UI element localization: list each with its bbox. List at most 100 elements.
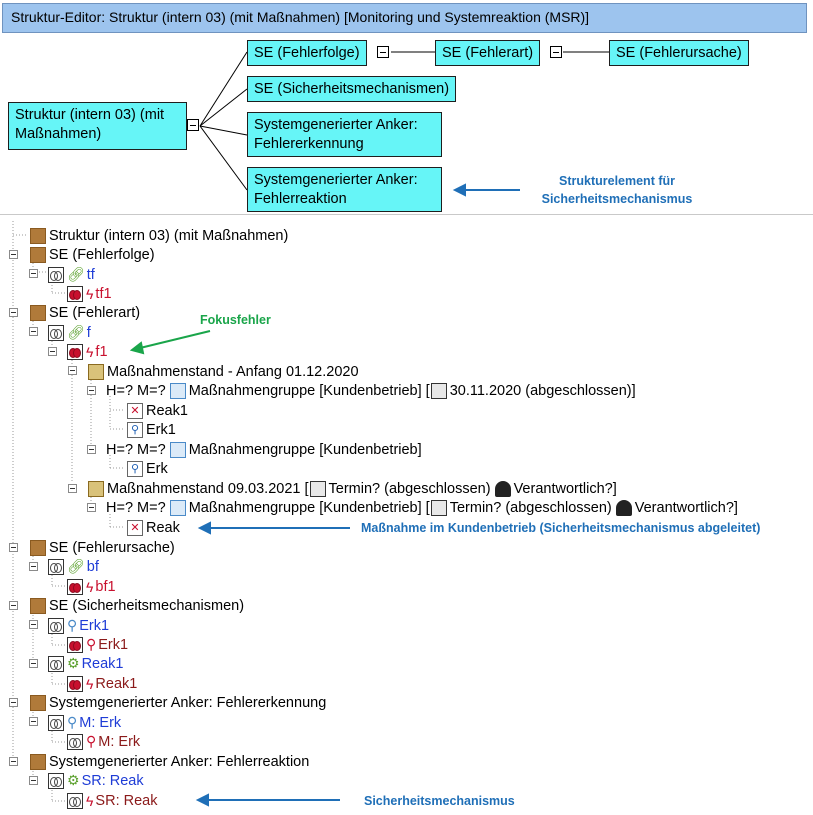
structure-element-icon (30, 694, 46, 711)
expand-toggle[interactable] (29, 620, 38, 629)
calendar-icon (309, 480, 326, 497)
tree-row[interactable]: SE (Fehlerursache) (30, 538, 175, 557)
diagram-collapse-toggle[interactable] (377, 46, 389, 58)
tree-row[interactable]: SE (Fehlerart) (30, 303, 140, 322)
window-title: Struktur-Editor: Struktur (intern 03) (m… (2, 3, 807, 33)
annotation-fokusfehler: Fokusfehler (200, 313, 271, 327)
diagram-collapse-toggle[interactable] (187, 119, 199, 131)
expand-toggle[interactable] (29, 269, 38, 278)
tree-row[interactable]: ⚲ Erk1 (67, 635, 128, 654)
function-link-icon: 🔗︎ (67, 324, 85, 340)
detection-function-icon: ⚲ (67, 714, 78, 730)
tree-row[interactable]: ✕ Reak (127, 518, 180, 537)
tree-label: tf1 (95, 285, 112, 302)
diagram-se-fehlerfolge[interactable]: SE (Fehlerfolge) (247, 40, 367, 66)
tree-label: Erk1 (79, 617, 110, 634)
calendar-icon (430, 382, 447, 399)
tree-row[interactable]: 🔗︎ f (48, 323, 91, 342)
tree-row[interactable]: H=? M=? Maßnahmengruppe [Kundenbetrieb] (106, 440, 422, 459)
expand-toggle[interactable] (9, 698, 18, 707)
tree-row[interactable]: H=? M=? Maßnahmengruppe [Kundenbetrieb] … (106, 498, 738, 517)
tree-row[interactable]: ϟ Reak1 (67, 674, 137, 693)
pane-divider[interactable] (0, 214, 813, 215)
measure-state-icon (88, 480, 104, 497)
tree-row[interactable]: ⚙ Reak1 (48, 654, 123, 673)
tree-label: Verantwortlich?] (513, 480, 617, 497)
module-icon (48, 655, 64, 672)
tree-row[interactable]: Maßnahmenstand 09.03.2021 [ Termin? (abg… (88, 479, 617, 498)
expand-toggle[interactable] (9, 601, 18, 610)
tree-label: Maßnahmengruppe [Kundenbetrieb] (188, 441, 422, 458)
diagram-connectors (199, 51, 609, 197)
module-icon (48, 617, 64, 634)
tree-row[interactable]: SE (Sicherheitsmechanismen) (30, 596, 244, 615)
tree-label: Systemgenerierter Anker: Fehlerreaktion (49, 753, 310, 770)
tree-row[interactable]: ⚲ Erk1 (127, 420, 176, 439)
detection-failure-icon: ⚲ (86, 733, 97, 749)
failure-bolt-icon: ϟ (86, 343, 94, 360)
detection-icon: ⚲ (127, 421, 143, 438)
annotation-massnahme: Maßnahme im Kundenbetrieb (Sicherheitsme… (361, 521, 761, 535)
person-icon (615, 499, 632, 516)
reaction-failure-icon: ϟ (86, 792, 94, 809)
expand-toggle[interactable] (87, 445, 96, 454)
expand-toggle[interactable] (9, 757, 18, 766)
diagram-se-fehlerart[interactable]: SE (Fehlerart) (435, 40, 541, 66)
diagram-collapse-toggle[interactable] (550, 46, 562, 58)
expand-toggle[interactable] (9, 308, 18, 317)
tree-label: Reak1 (81, 655, 124, 672)
tree-row[interactable]: Maßnahmenstand - Anfang 01.12.2020 (88, 362, 359, 381)
tree-row[interactable]: 🔗︎ bf (48, 557, 99, 576)
expand-toggle[interactable] (9, 250, 18, 259)
tree-row[interactable]: ϟ bf1 (67, 577, 116, 596)
module-icon (67, 733, 83, 750)
structure-element-icon (30, 753, 46, 770)
expand-toggle[interactable] (68, 484, 77, 493)
tree-label: SE (Sicherheitsmechanismen) (49, 597, 245, 614)
tree-row[interactable]: ⚲ M: Erk (48, 713, 121, 732)
measure-group-icon (169, 382, 186, 399)
expand-toggle[interactable] (29, 562, 38, 571)
expand-toggle[interactable] (68, 366, 77, 375)
tree-row[interactable]: ⚙ SR: Reak (48, 771, 144, 790)
tree-label: f (86, 324, 91, 341)
tree-row[interactable]: 🔗︎ tf (48, 265, 95, 284)
expand-toggle[interactable] (48, 347, 57, 356)
diagram-se-fehlerursache[interactable]: SE (Fehlerursache) (609, 40, 749, 66)
expand-toggle[interactable] (9, 543, 18, 552)
tree-label: H=? M=? (106, 499, 166, 516)
module-icon (48, 714, 64, 731)
tree-row[interactable]: ⚲ M: Erk (67, 732, 140, 751)
module-icon (67, 285, 83, 302)
tree-row[interactable]: ✕ Reak1 (127, 401, 188, 420)
tree-row[interactable]: ϟ tf1 (67, 284, 112, 303)
expand-toggle[interactable] (29, 327, 38, 336)
tree-row[interactable]: ⚲ Erk1 (48, 616, 109, 635)
reaction-function-icon: ⚙ (67, 655, 80, 671)
tree-row[interactable]: H=? M=? Maßnahmengruppe [Kundenbetrieb] … (106, 381, 636, 400)
tree-row[interactable]: Struktur (intern 03) (mit Maßnahmen) (30, 226, 288, 245)
measure-group-icon (169, 499, 186, 516)
expand-toggle[interactable] (29, 776, 38, 785)
diagram-anker-erkennung[interactable]: Systemgenerierter Anker: Fehlererkennung (247, 112, 442, 157)
function-link-icon: 🔗︎ (67, 266, 85, 282)
diagram-root[interactable]: Struktur (intern 03) (mit Maßnahmen) (8, 102, 187, 150)
diagram-anker-reaktion[interactable]: Systemgenerierter Anker: Fehlerreaktion (247, 167, 442, 212)
tree-row[interactable]: Systemgenerierter Anker: Fehlerreaktion (30, 752, 309, 771)
expand-toggle[interactable] (87, 503, 96, 512)
tree-row[interactable]: SE (Fehlerfolge) (30, 245, 155, 264)
expand-toggle[interactable] (87, 386, 96, 395)
tree-row[interactable]: ϟ f1 (67, 342, 108, 361)
tree-label: SE (Fehlerfolge) (49, 246, 155, 263)
reaction-function-icon: ⚙ (67, 772, 80, 788)
tree-row[interactable]: ϟ SR: Reak (67, 791, 157, 810)
tree-label: bf1 (95, 578, 116, 595)
tree-row[interactable]: Systemgenerierter Anker: Fehlererkennung (30, 693, 326, 712)
expand-toggle[interactable] (29, 717, 38, 726)
expand-toggle[interactable] (29, 659, 38, 668)
diagram-se-sicherheit[interactable]: SE (Sicherheitsmechanismen) (247, 76, 457, 102)
tree-row[interactable]: ⚲ Erk (127, 459, 168, 478)
module-icon (67, 636, 83, 653)
tree-label: SE (Fehlerursache) (49, 539, 175, 556)
tree-label: Reak (146, 519, 180, 536)
